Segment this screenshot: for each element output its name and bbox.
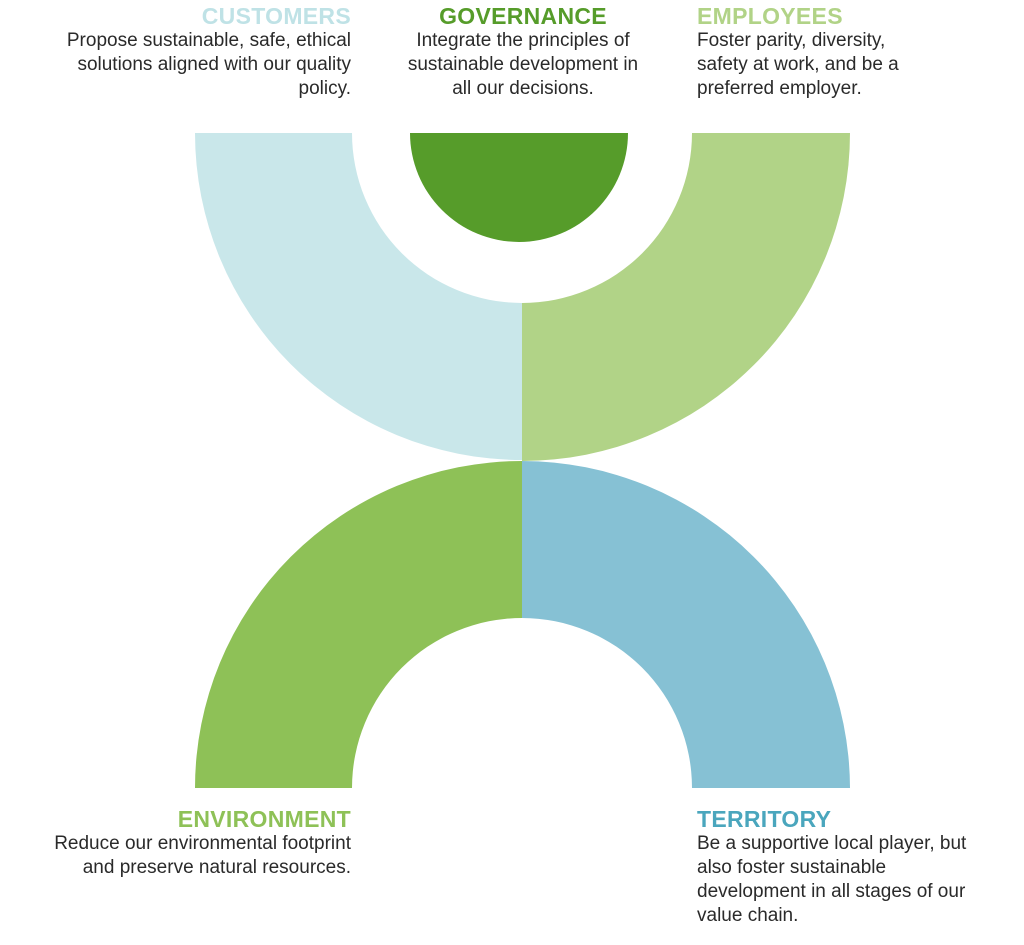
governance-segment [410,133,628,242]
governance-description: Integrate the principles of sustainable … [407,30,639,99]
customers-heading: CUSTOMERS [201,3,351,29]
environment-block: ENVIRONMENT Reduce our environmental foo… [20,806,351,880]
territory-description: Be a supportive local player, but also f… [697,833,967,926]
customers-segment [195,133,522,460]
territory-block: TERRITORY Be a supportive local player, … [697,806,997,928]
customers-block: CUSTOMERS Propose sustainable, safe, eth… [30,3,351,101]
employees-description: Foster parity, diversity, safety at work… [697,30,899,99]
territory-heading: TERRITORY [697,806,832,832]
environment-heading: ENVIRONMENT [177,806,351,832]
employees-heading: EMPLOYEES [697,3,843,29]
governance-block: GOVERNANCE Integrate the principles of s… [394,3,652,101]
environment-description: Reduce our environmental footprint and p… [54,833,351,878]
employees-segment [522,133,850,461]
customers-description: Propose sustainable, safe, ethical solut… [66,30,351,99]
employees-block: EMPLOYEES Foster parity, diversity, safe… [697,3,937,101]
governance-heading: GOVERNANCE [439,3,607,29]
territory-segment [522,461,850,788]
environment-segment [195,461,522,788]
